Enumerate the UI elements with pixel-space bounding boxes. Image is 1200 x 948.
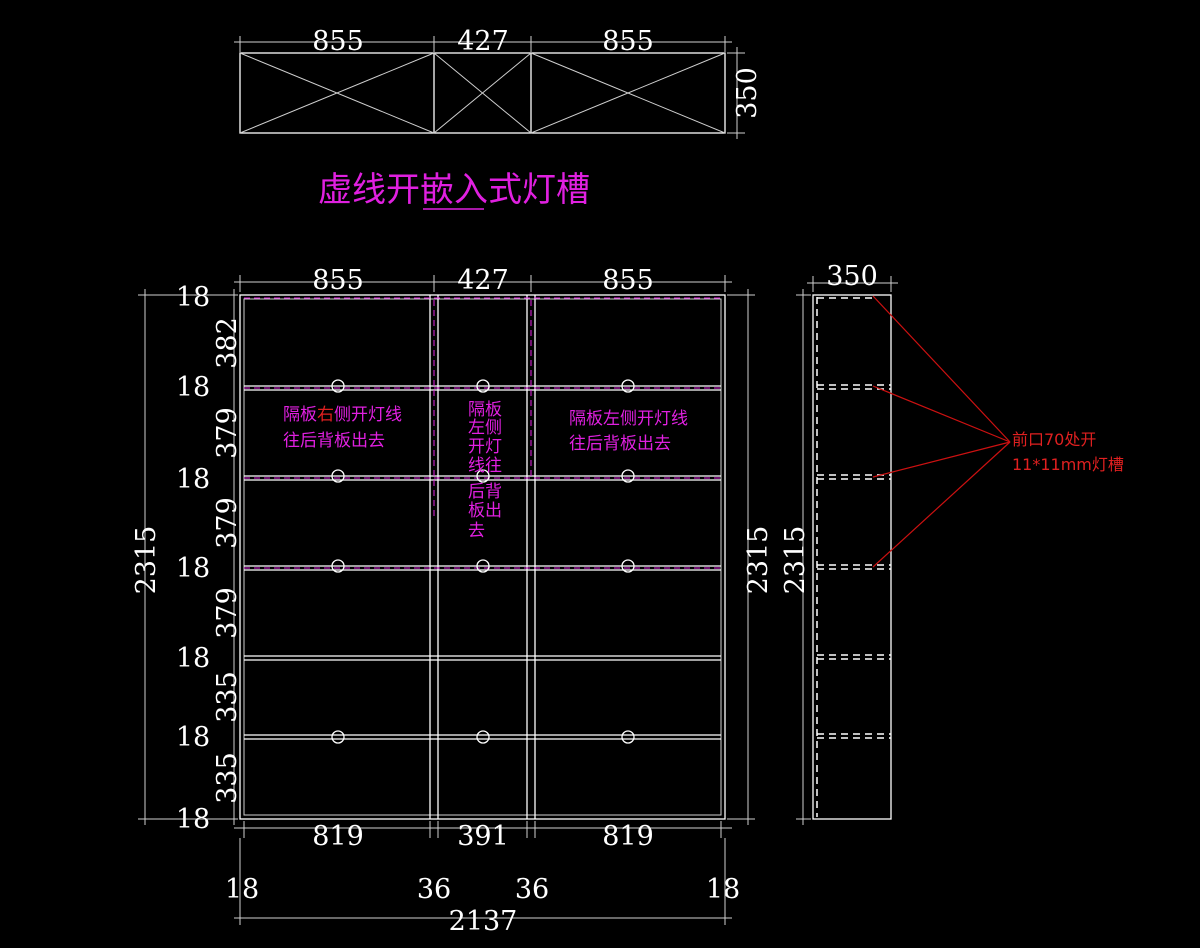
total-width: 2137 [449,906,518,937]
stack-thickness: 18 [176,804,210,835]
stack-thickness: 18 [176,722,210,753]
left-note-line2: 往后背板出去 [283,431,385,451]
stack-height: 335 [212,752,243,804]
side-view-outline [812,294,892,820]
panel-thickness-3: 36 [515,874,549,905]
top-width-3: 855 [602,26,654,57]
stack-height: 335 [212,671,243,723]
stack-height: 379 [212,407,243,459]
svg-text:板出: 板出 [468,501,502,521]
top-width-2: 427 [457,26,509,57]
left-note-line1: 隔板右侧开灯线 [283,405,402,425]
front-top-width-3: 855 [602,265,654,296]
right-total-height: 2315 [743,526,774,595]
stack-thickness: 18 [176,464,210,495]
stack-thickness: 18 [176,372,210,403]
top-width-1: 855 [312,26,364,57]
cabinet-outline [239,294,726,820]
inner-width-1: 819 [312,821,364,852]
top-view: 855 427 855 350 [234,26,763,139]
svg-text:左侧: 左侧 [468,418,502,438]
front-top-width-1: 855 [312,265,364,296]
right-note-line1: 隔板左侧开灯线 [569,409,688,429]
stack-height: 382 [212,317,243,369]
side-height: 2315 [780,526,811,595]
svg-text:隔板: 隔板 [468,400,502,420]
left-total-height: 2315 [131,526,162,595]
hinge-holes [331,379,635,744]
callout-line1: 前口70处开 [1012,430,1096,449]
side-view: 350 2315 前口70处开 11*11mm灯槽 [780,261,1124,825]
stack-thickness: 18 [176,282,210,313]
svg-text:开灯: 开灯 [468,437,502,457]
panel-thickness-4: 18 [706,874,740,905]
front-top-width-2: 427 [457,265,509,296]
callout-line2: 11*11mm灯槽 [1012,455,1124,474]
panel-thickness-1: 18 [225,874,259,905]
left-stack-dims: 18 382 18 379 18 379 18 379 18 335 18 33… [176,282,243,835]
right-note-line2: 往后背板出去 [569,434,671,454]
svg-text:后背: 后背 [468,482,502,502]
top-depth: 350 [732,67,763,119]
svg-text:去: 去 [468,521,485,541]
stack-thickness: 18 [176,553,210,584]
panel-thickness-2: 36 [417,874,451,905]
front-view: 855 427 855 819 391 819 18 36 36 18 2137… [131,265,774,937]
callout-leaders [872,295,1011,568]
stack-height: 379 [212,497,243,549]
stack-height: 379 [212,587,243,639]
inner-width-2: 391 [457,821,509,852]
stack-thickness: 18 [176,643,210,674]
side-depth: 350 [826,261,878,292]
drawing-title: 虚线开嵌入式灯槽 [318,170,590,210]
inner-width-3: 819 [602,821,654,852]
svg-text:线往: 线往 [468,456,502,476]
middle-note: 隔板 左侧 开灯 线往 后背 板出 去 [468,400,502,541]
top-view-outline [239,52,726,134]
